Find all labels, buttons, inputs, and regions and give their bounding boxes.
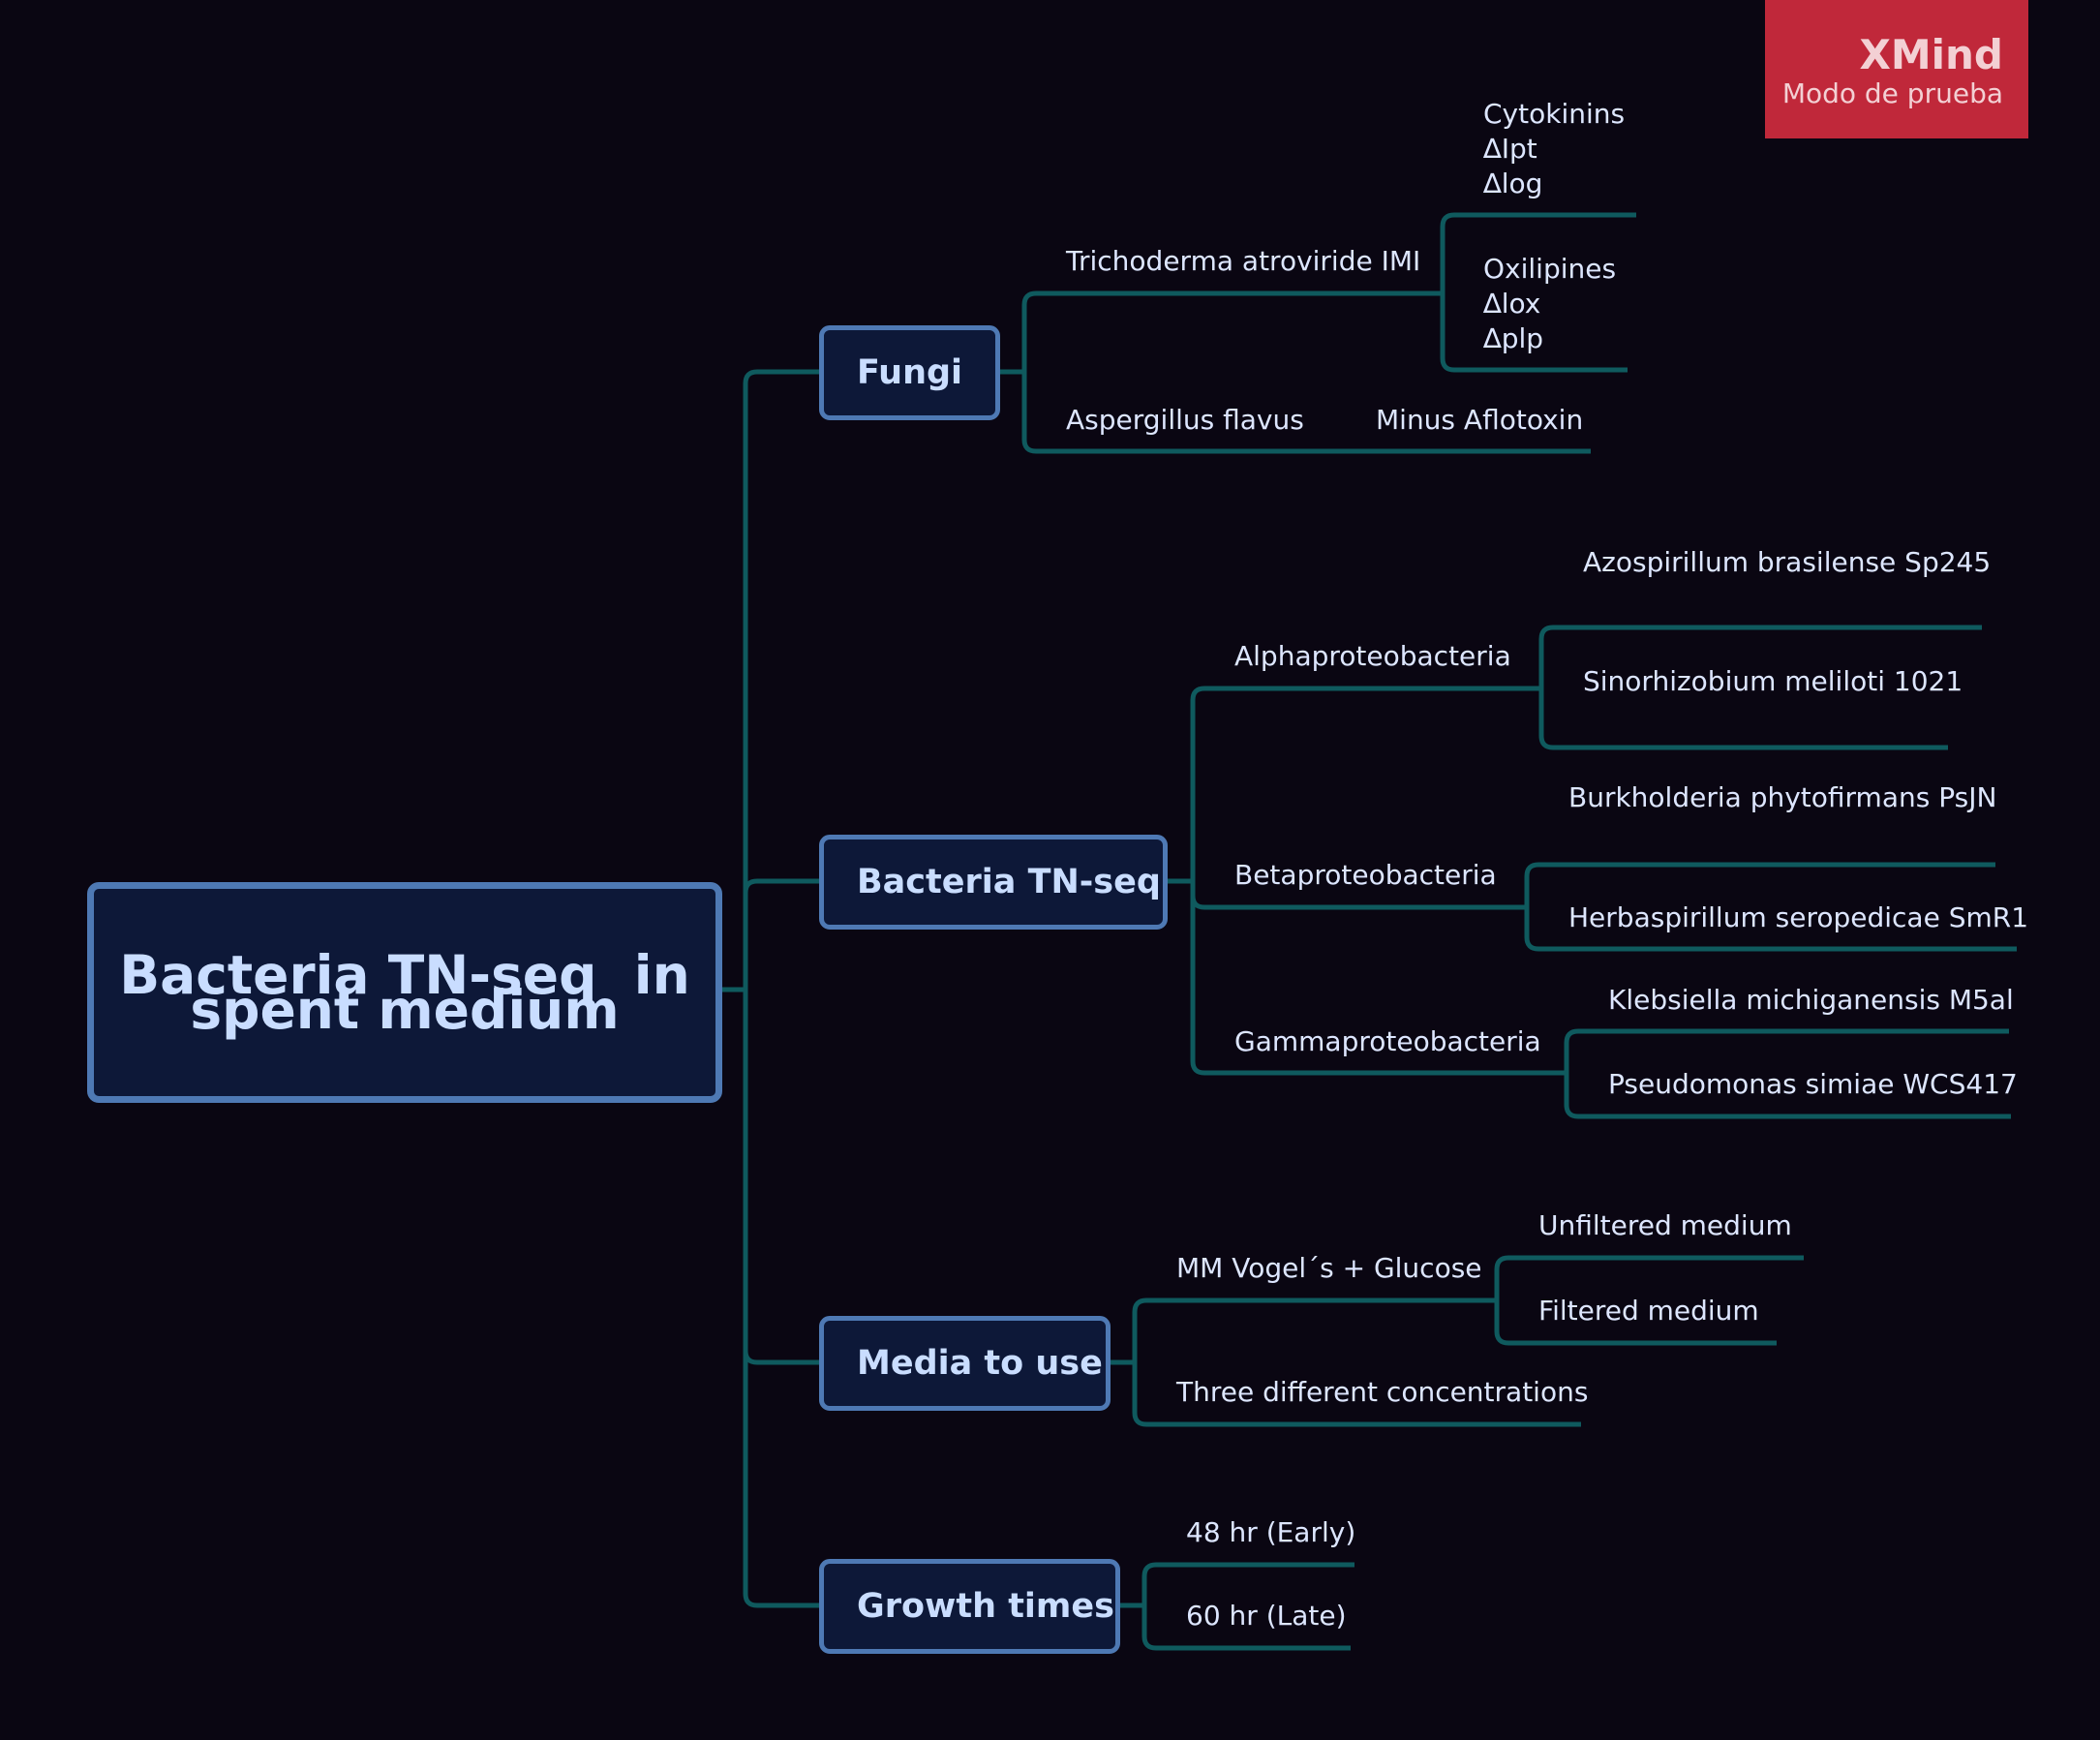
connector-beta-fork — [1524, 862, 2017, 952]
subtopic-betaproteobacteria[interactable]: Betaproteobacteria — [1234, 859, 1497, 891]
connector-trunk — [743, 369, 819, 1608]
subtopic-aspergillus[interactable]: Aspergillus flavus — [1066, 404, 1304, 436]
subtopic-pseudomonas[interactable]: Pseudomonas simiae WCS417 — [1608, 1068, 2018, 1100]
subtopic-sinorhizobium[interactable]: Sinorhizobium meliloti 1021 — [1583, 665, 1963, 697]
connector-media-fork — [1132, 1297, 1581, 1427]
subtopic-48hr[interactable]: 48 hr (Early) — [1186, 1516, 1356, 1548]
connector-root-to-media — [743, 1350, 819, 1365]
subtopic-cytokinins[interactable]: Cytokinins ∆Ipt ∆log — [1483, 98, 1626, 199]
subtopic-herbaspirillum[interactable]: Herbaspirillum seropedicae SmR1 — [1568, 901, 2029, 933]
watermark-title: XMind — [1859, 31, 2003, 78]
trial-watermark: XMind Modo de prueba — [1765, 0, 2028, 138]
subtopic-gammaproteobacteria[interactable]: Gammaproteobacteria — [1234, 1025, 1541, 1057]
subtopic-unfiltered-medium[interactable]: Unfiltered medium — [1538, 1209, 1792, 1241]
topic-fungi[interactable]: Fungi — [819, 325, 1000, 420]
subtopic-filtered-medium[interactable]: Filtered medium — [1538, 1295, 1759, 1327]
connector-fungi-fork — [1021, 290, 1591, 454]
connector-trichoderma-fork — [1440, 212, 1636, 373]
subtopic-burkholderia[interactable]: Burkholderia phytofirmans PsJN — [1568, 781, 1997, 813]
connector-bacteria-fork — [1190, 686, 1567, 1076]
subtopic-azospirillum[interactable]: Azospirillum brasilense Sp245 — [1583, 546, 1992, 578]
connector-vogel-fork — [1494, 1255, 1804, 1346]
watermark-subtitle: Modo de prueba — [1781, 77, 2003, 109]
topic-growth[interactable]: Growth times — [819, 1559, 1120, 1654]
subtopic-minus-aflotoxin[interactable]: Minus Aflotoxin — [1376, 404, 1584, 436]
subtopic-60hr[interactable]: 60 hr (Late) — [1186, 1600, 1347, 1632]
subtopic-alphaproteobacteria[interactable]: Alphaproteobacteria — [1234, 640, 1511, 672]
connector-growth-fork — [1141, 1562, 1354, 1651]
topic-media[interactable]: Media to use — [819, 1316, 1111, 1411]
subtopic-three-concentrations[interactable]: Three different concentrations — [1176, 1376, 1589, 1408]
subtopic-trichoderma[interactable]: Trichoderma atroviride IMI — [1066, 245, 1421, 277]
connector-bacteria-to-beta — [1190, 895, 1527, 910]
root-topic[interactable]: Bacteria TN-seq in spent medium — [87, 882, 722, 1103]
connector-gamma-fork — [1564, 1028, 2011, 1119]
connector-root-to-bacteria — [743, 878, 819, 894]
subtopic-klebsiella[interactable]: Klebsiella michiganensis M5al — [1608, 984, 2014, 1016]
subtopic-mm-vogel[interactable]: MM Vogel´s + Glucose — [1176, 1252, 1482, 1284]
subtopic-oxilipines[interactable]: Oxilipines ∆lox ∆plp — [1483, 253, 1617, 354]
topic-bacteria[interactable]: Bacteria TN-seq — [819, 835, 1168, 930]
connector-alpha-fork — [1538, 625, 1982, 750]
